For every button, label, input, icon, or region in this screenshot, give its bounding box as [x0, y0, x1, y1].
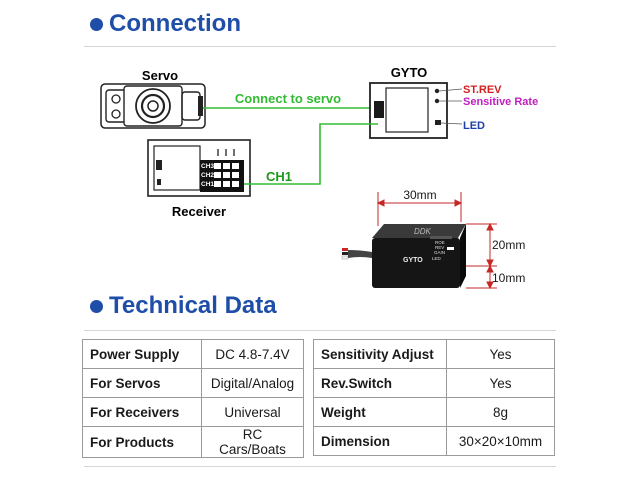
- connection-heading: Connection: [90, 10, 241, 38]
- spec-key: Power Supply: [82, 339, 202, 369]
- bullet-dot-icon: [90, 299, 103, 313]
- spec-table-left: Power Supply DC 4.8-7.4V For Servos Digi…: [82, 339, 304, 458]
- receiver-label: Receiver: [172, 204, 226, 219]
- connection-diagram: Servo Connect to servo GYTO ST.REV Sensi…: [100, 65, 538, 290]
- spec-key: Rev.Switch: [313, 368, 447, 398]
- connect-to-servo-label: Connect to servo: [235, 91, 341, 106]
- servo-icon: [100, 83, 206, 129]
- table-row: Sensitivity Adjust Yes: [313, 339, 555, 369]
- table-row: For Receivers Universal: [82, 397, 304, 427]
- receiver-channel-ch3: CH3: [201, 163, 214, 170]
- device-name-label: GYTO: [403, 257, 423, 264]
- table-row: Weight 8g: [313, 397, 555, 427]
- servo-label: Servo: [142, 68, 178, 83]
- dimension-depth-label: 10mm: [492, 271, 525, 285]
- led-leader: [440, 122, 463, 125]
- spec-value: DC 4.8-7.4V: [201, 339, 304, 369]
- device-tag-gain: GAIN: [434, 250, 445, 255]
- table-row: Power Supply DC 4.8-7.4V: [82, 339, 304, 369]
- spec-table-right: Sensitivity Adjust Yes Rev.Switch Yes We…: [313, 339, 555, 456]
- gyto-device-photo: [341, 224, 466, 288]
- spec-key: Weight: [313, 397, 447, 427]
- dimension-width-label: 30mm: [403, 188, 436, 202]
- st-rev-leader: [438, 88, 463, 92]
- dimension-height-label: 20mm: [492, 238, 525, 252]
- gyto-label: GYTO: [391, 65, 428, 80]
- led-label: LED: [463, 120, 485, 132]
- ch1-label: CH1: [266, 169, 292, 184]
- spec-value: Yes: [446, 368, 555, 398]
- receiver-icon: [147, 139, 251, 197]
- bullet-dot-icon: [90, 17, 103, 31]
- spec-key: For Products: [82, 426, 202, 458]
- technical-divider: [84, 330, 556, 331]
- receiver-channel-ch2: CH2: [201, 172, 214, 179]
- spec-value: 8g: [446, 397, 555, 427]
- connection-divider: [84, 46, 556, 47]
- gyto-module: [369, 82, 448, 139]
- spec-key: For Servos: [82, 368, 202, 398]
- spec-key: Dimension: [313, 426, 447, 456]
- device-tag-roe: ROE: [435, 240, 445, 245]
- spec-value: Yes: [446, 339, 555, 369]
- device-led-label: LED: [432, 256, 442, 261]
- ch1-wire: [244, 123, 378, 185]
- connection-title: Connection: [109, 10, 241, 37]
- table-row: For Products RC Cars/Boats: [82, 426, 304, 458]
- spec-value: 30×20×10mm: [446, 426, 555, 456]
- dimension-markers: [376, 192, 497, 290]
- device-brand-label: DDK: [414, 227, 432, 236]
- receiver-channel-ch1: CH1: [201, 181, 214, 188]
- table-row: Rev.Switch Yes: [313, 368, 555, 398]
- spec-value: Digital/Analog: [201, 368, 304, 398]
- st-rev-label: ST.REV: [463, 84, 502, 96]
- bottom-divider: [84, 466, 556, 467]
- spec-value: RC Cars/Boats: [201, 426, 304, 458]
- sensitive-rate-label: Sensitive Rate: [463, 96, 538, 108]
- spec-key: For Receivers: [82, 397, 202, 427]
- device-tag-rev: REV: [435, 245, 444, 250]
- spec-value: Universal: [201, 397, 304, 427]
- table-row: For Servos Digital/Analog: [82, 368, 304, 398]
- spec-key: Sensitivity Adjust: [313, 339, 447, 369]
- technical-heading: Technical Data: [90, 292, 277, 320]
- table-row: Dimension 30×20×10mm: [313, 426, 555, 456]
- technical-title: Technical Data: [109, 292, 277, 319]
